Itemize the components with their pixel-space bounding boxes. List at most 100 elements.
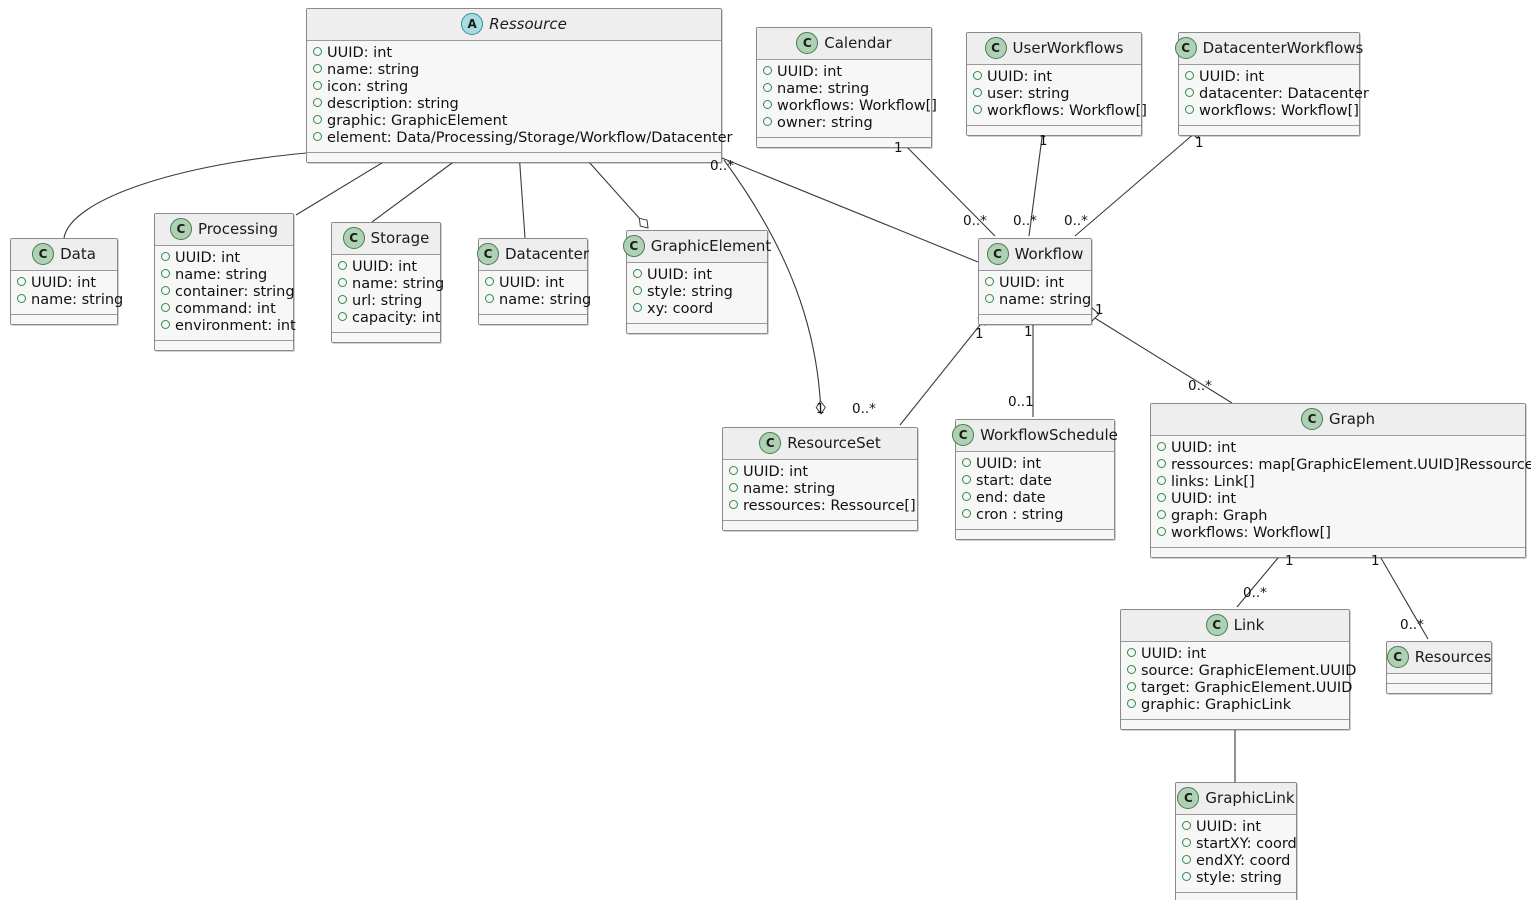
attribute-label: name: string [777, 81, 870, 97]
visibility-public-icon [729, 500, 738, 509]
class-name-graphiclink: GraphicLink [1205, 788, 1295, 807]
class-icon: C [32, 243, 55, 265]
attribute-label: name: string [175, 267, 268, 283]
class-name-datacenterworkflows: DatacenterWorkflows [1202, 38, 1364, 57]
attribute-row: element: Data/Processing/Storage/Workflo… [313, 130, 732, 147]
attribute-row: UUID: int [161, 250, 285, 267]
class-methods-processing [155, 341, 293, 350]
attribute-label: UUID: int [647, 267, 713, 283]
class-name-ressource: Ressource [489, 14, 567, 33]
attribute-label: UUID: int [1199, 69, 1265, 85]
edge-ressource-graphicelement [579, 151, 649, 229]
class-methods-data [11, 315, 117, 324]
visibility-public-icon [161, 286, 170, 295]
attribute-label: cron : string [976, 507, 1064, 523]
visibility-public-icon [485, 277, 494, 286]
attribute-row: UUID: int [985, 275, 1083, 292]
attribute-row: graphic: GraphicElement [313, 113, 713, 130]
attribute-row: workflows: Workflow[] [763, 98, 937, 115]
attribute-label: workflows: Workflow[] [987, 103, 1147, 119]
class-methods-graphicelement [627, 324, 767, 333]
visibility-public-icon [161, 269, 170, 278]
attribute-row: datacenter: Datacenter [1185, 86, 1369, 103]
class-icon: C [986, 243, 1009, 265]
attribute-row: UUID: int [1157, 440, 1517, 457]
attribute-row: environment: int [161, 318, 296, 335]
visibility-public-icon [1182, 838, 1191, 847]
attribute-label: source: GraphicElement.UUID [1141, 663, 1357, 679]
class-methods-storage [332, 333, 440, 342]
attribute-label: UUID: int [327, 45, 393, 61]
attribute-row: UUID: int [1185, 69, 1351, 86]
class-icon: C [1386, 646, 1409, 668]
attribute-row: workflows: Workflow[] [973, 103, 1147, 120]
multiplicity-label: 1 [1285, 553, 1294, 569]
attribute-label: style: string [1196, 870, 1282, 886]
class-icon: C [1174, 37, 1197, 59]
visibility-public-icon [1157, 459, 1166, 468]
visibility-public-icon [1157, 493, 1166, 502]
visibility-public-icon [763, 117, 772, 126]
class-header-datacenterworkflows: C DatacenterWorkflows [1174, 33, 1363, 65]
visibility-public-icon [633, 303, 642, 312]
attribute-label: UUID: int [352, 259, 418, 275]
class-methods-graph [1151, 548, 1525, 557]
attribute-row: UUID: int [1127, 646, 1341, 663]
class-icon: C [952, 424, 975, 446]
visibility-public-icon [161, 320, 170, 329]
visibility-public-icon [313, 47, 322, 56]
class-attributes-resources [1387, 674, 1491, 684]
attribute-row: graphic: GraphicLink [1127, 697, 1341, 714]
attribute-label: UUID: int [743, 464, 809, 480]
visibility-public-icon [763, 100, 772, 109]
class-icon: C [476, 243, 499, 265]
class-name-userworkflows: UserWorkflows [1012, 38, 1124, 57]
visibility-public-icon [161, 252, 170, 261]
attribute-label: element: Data/Processing/Storage/Workflo… [327, 130, 733, 146]
visibility-public-icon [485, 294, 494, 303]
attribute-label: UUID: int [987, 69, 1053, 85]
attribute-row: graph: Graph [1157, 508, 1517, 525]
multiplicity-label: 0..* [1064, 213, 1088, 229]
attribute-label: xy: coord [647, 301, 714, 317]
visibility-public-icon [1157, 510, 1166, 519]
attribute-label: user: string [987, 86, 1070, 102]
attribute-label: name: string [352, 276, 445, 292]
attribute-label: icon: string [327, 79, 409, 95]
attribute-row: owner: string [763, 115, 923, 132]
attribute-row: style: string [633, 284, 759, 301]
class-methods-datacenter [479, 315, 587, 324]
attribute-label: capacity: int [352, 310, 441, 326]
attribute-row: UUID: int [633, 267, 759, 284]
attribute-row: name: string [729, 481, 909, 498]
attribute-label: environment: int [175, 318, 296, 334]
class-name-graphicelement: GraphicElement [650, 236, 772, 255]
class-icon: C [984, 37, 1007, 59]
multiplicity-label: 1 [1371, 553, 1380, 569]
visibility-public-icon [161, 303, 170, 312]
class-methods-userworkflows [967, 126, 1141, 135]
abstract-class-icon: A [461, 13, 484, 35]
attribute-label: name: string [999, 292, 1092, 308]
